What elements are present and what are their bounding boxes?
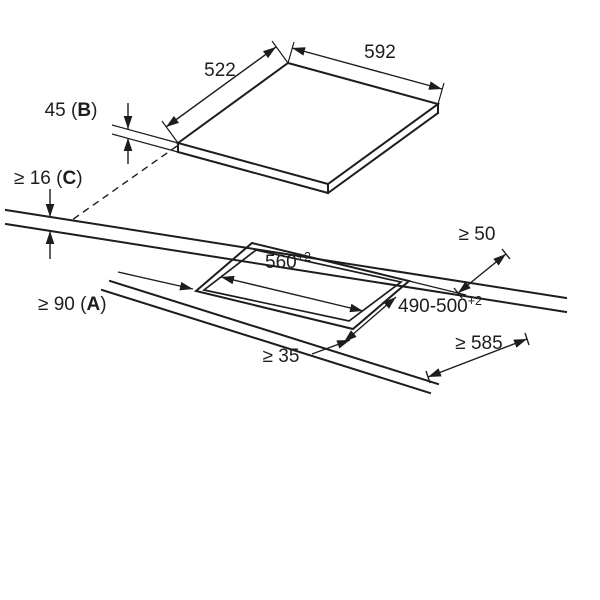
end-tick bbox=[501, 248, 511, 260]
dimension-line bbox=[165, 46, 277, 128]
dimension-line bbox=[291, 47, 443, 90]
dimension-label-45-b: 45 (B) bbox=[45, 100, 98, 121]
worktop-front-edge-bottom-line bbox=[100, 288, 432, 395]
extension-line bbox=[271, 40, 289, 64]
dimension-label-50: ≥ 50 bbox=[459, 224, 496, 245]
dimension-label-592: 592 bbox=[364, 42, 396, 63]
dimension-label-560: 560+2 bbox=[265, 250, 311, 273]
dimension-label-90-a: ≥ 90 (A) bbox=[38, 294, 107, 315]
extension-line bbox=[408, 280, 467, 296]
dimension-50: ≥ 50 bbox=[408, 224, 511, 299]
cooktop bbox=[175, 61, 441, 195]
extension-line bbox=[287, 41, 295, 64]
extension-line bbox=[111, 133, 179, 153]
dimension-label-522: 522 bbox=[204, 60, 236, 81]
dimension-592: 592 bbox=[287, 41, 445, 105]
dimension-560: 560+2 bbox=[220, 250, 364, 313]
extension-line bbox=[437, 82, 445, 105]
extension-line bbox=[161, 120, 179, 144]
dimension-line bbox=[457, 253, 507, 294]
dimension-label-16-c: ≥ 16 (C) bbox=[14, 168, 83, 189]
dimension-label-585: ≥ 585 bbox=[455, 333, 502, 354]
dimension-label-490-500: 490-500+2 bbox=[398, 294, 482, 317]
dimension-90-a: ≥ 90 (A) bbox=[38, 271, 194, 315]
cooktop-bottom-right-edge bbox=[326, 111, 440, 195]
cooktop-bottom-front-edge bbox=[176, 150, 330, 195]
worktop-front-edge bbox=[100, 279, 440, 395]
dimension-585: ≥ 585 bbox=[425, 332, 530, 384]
dimension-45-b: 45 (B) bbox=[45, 100, 179, 164]
dimension-line bbox=[220, 275, 364, 313]
worktop-front-edge-top-line bbox=[108, 279, 440, 386]
dimension-label-35: ≥ 35 bbox=[263, 346, 300, 367]
worktop-rear-edge-bottom-line bbox=[4, 222, 568, 314]
dimension-16-c: ≥ 16 (C) bbox=[14, 168, 83, 259]
cooktop-top-face bbox=[175, 61, 441, 186]
leader-arrow-line bbox=[117, 271, 194, 291]
projection-dashed-line bbox=[71, 145, 178, 221]
end-tick bbox=[425, 370, 431, 384]
dimension-522: 522 bbox=[161, 40, 289, 144]
dimension-490-500: 490-500+2 bbox=[343, 294, 482, 343]
leader-arrow-line bbox=[311, 339, 351, 355]
dimension-35: ≥ 35 bbox=[263, 339, 351, 367]
end-tick bbox=[524, 332, 530, 346]
end-tick bbox=[453, 287, 463, 299]
dimension-line bbox=[427, 338, 528, 378]
extension-line bbox=[111, 124, 179, 144]
dimension-line bbox=[343, 296, 397, 343]
